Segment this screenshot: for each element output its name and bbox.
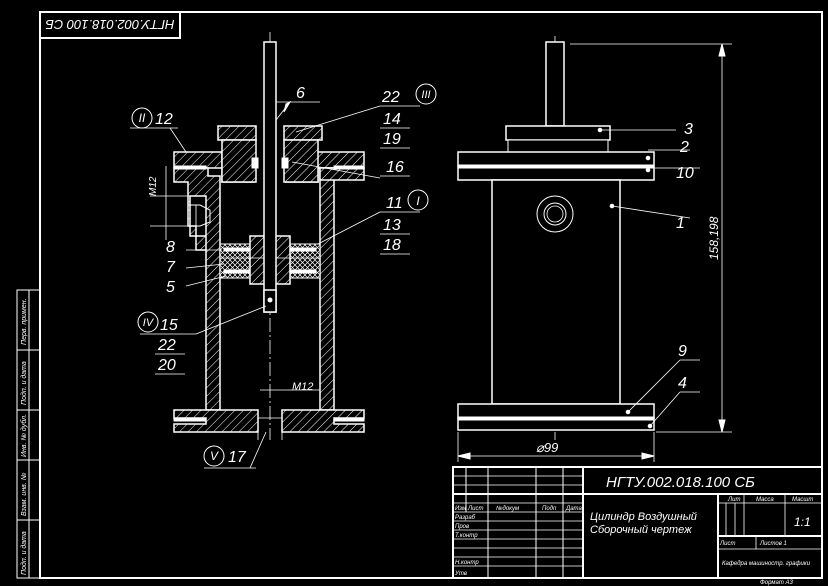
tb-head-izm: Изм	[455, 506, 466, 512]
tb-name-line1: Цилиндр Воздушный	[590, 511, 697, 523]
strip-label-5: Подп. и дата	[20, 531, 28, 575]
balloon-6: 6	[296, 85, 305, 102]
tb-col-lit: Лит	[727, 497, 740, 503]
balloon-roman-5: V	[210, 449, 219, 463]
balloon-22a: 22	[381, 89, 400, 106]
title-block: Изм Лист №докум Подп Дата Разраб Пров Т.…	[452, 466, 823, 586]
balloon-roman-2: II	[139, 111, 146, 125]
tb-scale: 1:1	[794, 515, 811, 529]
tb-col-mass: Масса	[756, 497, 774, 503]
tb-row-utv: Утв	[454, 571, 467, 577]
strip-label-2: Подп. и дата	[20, 361, 28, 405]
corner-stamp-text: HГТУ.002.018.100 СБ	[45, 17, 175, 32]
strip-label-1: Перв. примен.	[21, 298, 28, 345]
ref-2: 2	[679, 139, 689, 156]
balloon-13: 13	[383, 217, 401, 234]
external-view: 3 2 10 1 9 4 158,198 ⌀99	[457, 36, 732, 462]
tb-sheets: Листов 1	[759, 541, 787, 547]
dim-height: 158,198	[707, 216, 721, 260]
ref-9: 9	[678, 343, 687, 360]
tb-designation: НГТУ.002.018.100 СБ	[606, 474, 755, 491]
strip-label-3: Инв. № дубл.	[20, 414, 28, 457]
ref-10: 10	[676, 165, 694, 182]
tb-head-date: Дата	[565, 506, 582, 512]
dim-m12-bottom: M12	[292, 381, 313, 393]
balloon-7: 7	[166, 259, 176, 276]
balloon-5: 5	[166, 279, 175, 296]
corner-stamp: HГТУ.002.018.100 СБ	[39, 11, 181, 39]
tb-sheet: Лист	[719, 541, 735, 547]
tb-format: Формат А3	[760, 580, 793, 586]
balloon-roman-4: IV	[143, 317, 155, 329]
balloon-roman-1: I	[416, 194, 420, 208]
tb-col-scale: Масшт	[792, 497, 813, 503]
balloon-19: 19	[383, 131, 401, 148]
tb-org: Кафедра машиностр. графики	[722, 561, 811, 567]
tb-row-prov: Пров	[455, 524, 469, 530]
dim-m12-left: M12	[148, 176, 159, 196]
balloon-8: 8	[166, 239, 175, 256]
tb-head-doc: №докум	[496, 505, 519, 512]
side-strip: Перв. примен. Подп. и дата Инв. № дубл. …	[16, 289, 41, 579]
tb-head-list: Лист	[467, 506, 483, 512]
balloon-15: 15	[160, 317, 178, 334]
balloon-11: 11	[386, 195, 403, 212]
ref-1: 1	[676, 215, 685, 232]
tb-head-sign: Подп	[542, 506, 557, 512]
dim-diameter: ⌀99	[536, 440, 558, 455]
balloon-14: 14	[383, 111, 401, 128]
tb-name-line2: Сборочный чертеж	[590, 524, 692, 536]
balloon-18: 18	[383, 237, 401, 254]
balloon-12: 12	[155, 111, 173, 128]
section-balloons: II 12 6 22 III 14 19 16 11 I 13 18 8 7 5…	[130, 83, 437, 469]
tb-row-razrab: Разраб	[455, 515, 476, 521]
balloon-20: 20	[157, 357, 176, 374]
tb-row-nkontr: Н.контр	[455, 560, 479, 566]
ref-3: 3	[684, 121, 693, 138]
balloon-17: 17	[228, 449, 247, 466]
tb-row-tkontr: Т.контр	[455, 533, 478, 539]
balloon-roman-3: III	[421, 89, 430, 101]
section-view	[150, 32, 420, 469]
ref-4: 4	[678, 375, 687, 392]
balloon-16: 16	[386, 159, 404, 176]
balloon-22b: 22	[157, 337, 176, 354]
strip-label-4: Взам. инв. №	[21, 472, 28, 516]
